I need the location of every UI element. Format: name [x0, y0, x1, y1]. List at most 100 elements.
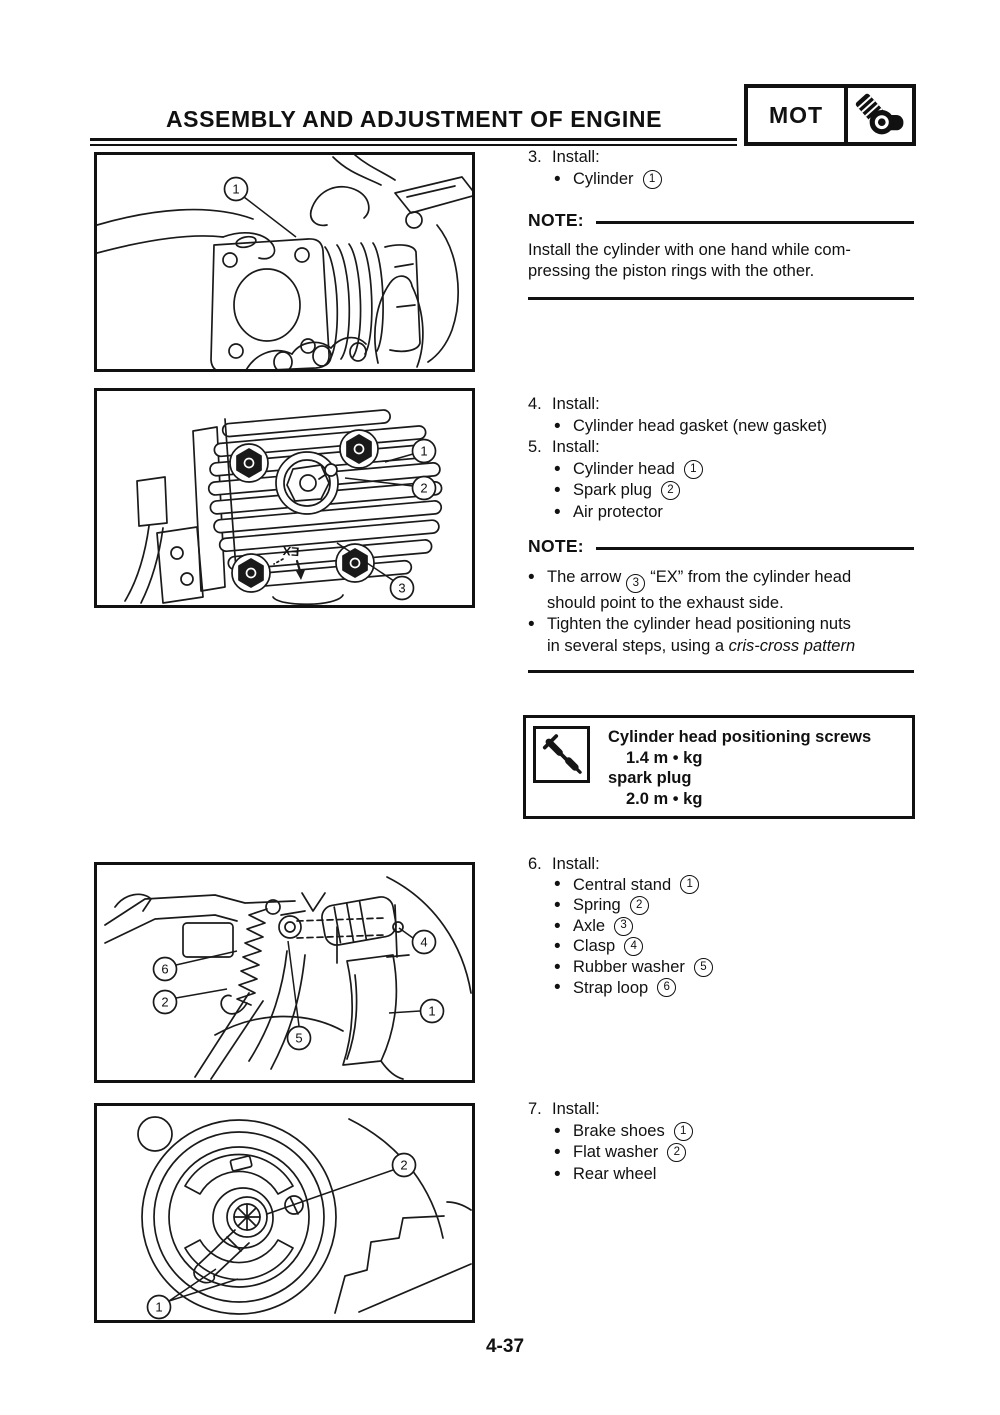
note-label: NOTE: [528, 210, 584, 230]
list-item: • Cylinder head 1 [528, 459, 914, 481]
note-bullet-item: • Tighten the cylinder head positioning … [528, 614, 914, 657]
callout-3: 3 [336, 542, 415, 601]
note-rule [595, 220, 914, 224]
svg-text:2: 2 [420, 481, 427, 496]
item-text: Spark plug [573, 481, 652, 499]
list-item: • Spark plug 2 [528, 480, 914, 502]
callout-6: 6 [152, 950, 238, 982]
svg-text:1: 1 [428, 1004, 435, 1019]
torque-value: 1.4 m • kg [626, 748, 703, 767]
svg-text:4: 4 [420, 935, 427, 950]
mot-badge: MOT [744, 84, 916, 146]
figure-central-stand: 6 2 5 4 1 [94, 862, 475, 1083]
step-action: Install: [552, 1100, 600, 1118]
ex-direction-label: EX [282, 543, 300, 558]
note-line: should point to the exhaust side. [547, 593, 784, 612]
note-head: NOTE: [528, 536, 914, 558]
step-number: 6. [528, 855, 542, 873]
step-number: 3. [528, 148, 542, 166]
item-text: Strap loop [573, 978, 649, 997]
svg-text:5: 5 [295, 1031, 302, 1046]
callout-ref: 1 [683, 459, 703, 479]
wrench-icon-svg [542, 733, 582, 774]
step-head: 5. Install: [528, 437, 914, 459]
step-number: 7. [528, 1100, 542, 1118]
step-6: 6. Install: • Central stand 1 • Spring 2… [528, 854, 914, 998]
engine-icon [844, 88, 912, 142]
callout-ref: 3 [614, 916, 634, 936]
step-action: Install: [552, 438, 600, 456]
callout-5: 5 [286, 940, 312, 1051]
illustration-lines [104, 876, 472, 1080]
note-body: Install the cylinder with one hand while… [528, 240, 851, 281]
list-item: • Clasp 4 [528, 936, 914, 957]
item-text: Cylinder head gasket (new gasket) [573, 416, 828, 435]
step-4-5: 4. Install: • Cylinder head gasket (new … [528, 394, 914, 523]
note-line: Tighten the cylinder head positioning nu… [547, 615, 851, 634]
svg-text:EX: EX [282, 543, 300, 558]
step-number: 5. [528, 438, 542, 456]
bullet-icon: • [554, 956, 561, 978]
page-title: ASSEMBLY AND ADJUSTMENT OF ENGINE [165, 106, 663, 132]
svg-text:2: 2 [400, 1158, 407, 1173]
step-3: 3. Install: • Cylinder 1 [528, 147, 914, 190]
bullet-icon: • [554, 936, 561, 958]
step-action: Install: [552, 855, 600, 873]
illustration-lines [97, 155, 472, 369]
bullet-icon: • [554, 501, 561, 523]
callout-ref: 1 [680, 875, 700, 895]
engine-icon-svg [855, 93, 904, 135]
bullet-icon: • [554, 874, 561, 896]
item-text: Rubber washer [573, 957, 685, 976]
note-end-rule [528, 296, 914, 300]
item-text: Cylinder head [573, 459, 675, 478]
callout-ref: 2 [629, 895, 649, 915]
italic-text: cris-cross pattern [728, 636, 856, 655]
item-text: Spring [573, 896, 621, 915]
callout-ref: 4 [624, 937, 644, 957]
callout-2: 2 [152, 988, 228, 1015]
step-action: Install: [552, 395, 600, 413]
figure-rear-brake-svg: 2 1 [137, 1116, 472, 1320]
callout-1: 1 [384, 438, 437, 464]
svg-text:3: 3 [398, 581, 405, 596]
mot-label: MOT [768, 101, 824, 128]
note-line: in several steps, using a cris-cross pat… [547, 636, 856, 655]
torque-line: Cylinder head positioning screws [608, 728, 872, 746]
bullet-icon: • [554, 168, 561, 190]
figure-cylinder-install: 1 [94, 152, 475, 372]
list-item: • Strap loop 6 [528, 978, 914, 999]
callout-ref: 6 [657, 978, 677, 998]
list-item: • Central stand 1 [528, 875, 914, 896]
bullet-icon: • [554, 1163, 561, 1185]
step-number: 4. [528, 395, 542, 413]
item-text: Clasp [573, 937, 616, 956]
item-text: Brake shoes [573, 1121, 665, 1140]
callout-label: 1 [232, 182, 239, 197]
item-text: Axle [573, 916, 606, 935]
list-item: • Rubber washer 5 [528, 957, 914, 978]
list-item: • Cylinder 1 [528, 169, 914, 191]
bullet-icon: • [554, 415, 561, 437]
note-head: NOTE: [528, 210, 914, 232]
bullet-icon: • [528, 614, 535, 636]
bullet-icon: • [554, 915, 561, 937]
callout-ref: 1 [642, 169, 662, 189]
callout-ref: 1 [673, 1121, 693, 1141]
figure-central-stand-svg: 6 2 5 4 1 [104, 876, 472, 1080]
torque-spec-text: Cylinder head positioning screws 1.4 m •… [608, 727, 912, 809]
callout-ref: 2 [667, 1143, 687, 1163]
callout-1: 1 [223, 176, 297, 238]
figure-cylinder-head-svg: EX 1 2 3 [124, 409, 443, 605]
list-item: • Brake shoes 1 [528, 1121, 914, 1143]
bullet-icon: • [528, 566, 535, 588]
note-bullet-content: Tighten the cylinder head positioning nu… [547, 614, 855, 657]
item-text: Flat washer [573, 1143, 659, 1161]
step-head: 7. Install: [528, 1099, 914, 1121]
torque-value: 2.0 m • kg [626, 789, 703, 808]
step-7: 7. Install: • Brake shoes 1 • Flat washe… [528, 1099, 914, 1185]
figure-cylinder-head: EX 1 2 3 [94, 388, 475, 608]
